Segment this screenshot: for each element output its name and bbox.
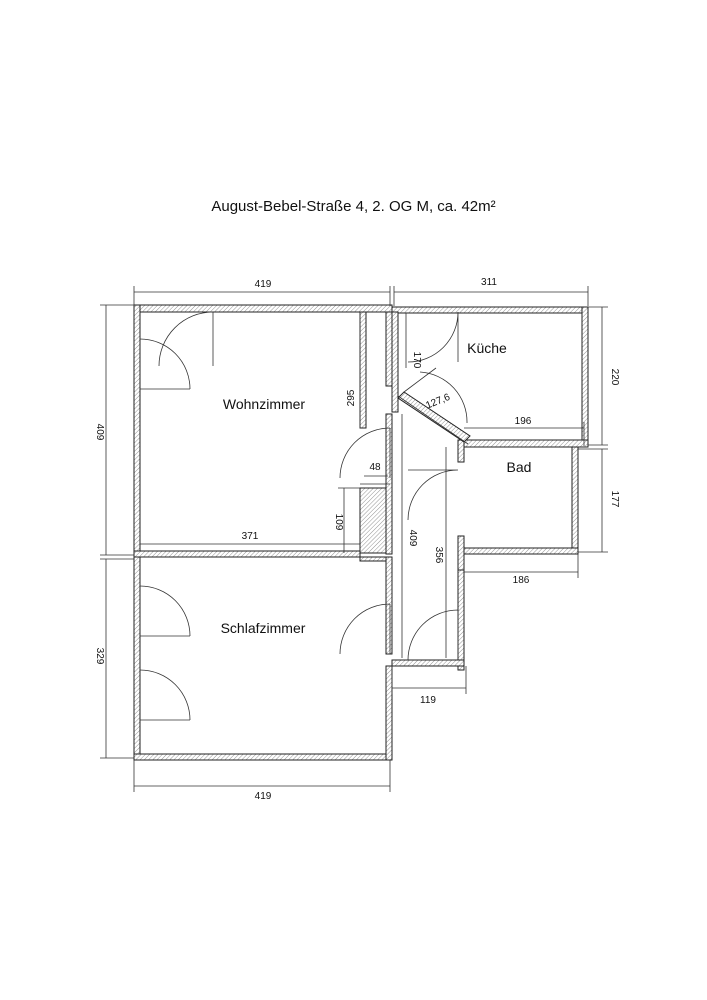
dim-kueche-right-height: 220 bbox=[609, 369, 620, 386]
wall-hall-right bbox=[457, 569, 465, 671]
room-label-wohnzimmer: Wohnzimmer bbox=[223, 396, 306, 412]
walls bbox=[133, 304, 589, 761]
wall-bedroom-right bbox=[385, 556, 393, 655]
wall-diagonal bbox=[397, 391, 471, 443]
door-living-entry bbox=[158, 311, 214, 367]
wall-top-left bbox=[133, 304, 393, 313]
plan-title: August-Bebel-Straße 4, 2. OG M, ca. 42m² bbox=[211, 198, 496, 215]
dim-bad-door-height: 356 bbox=[433, 547, 444, 564]
dim-hall-width: 119 bbox=[420, 695, 436, 706]
dim-kueche-height: 170 bbox=[411, 352, 422, 369]
wall-left-upper bbox=[133, 304, 141, 556]
dimension-lines bbox=[100, 286, 608, 792]
dim-bad-bottom-width: 186 bbox=[513, 575, 530, 586]
door-living-hall bbox=[339, 427, 391, 479]
dim-wohnzimmer-width: 371 bbox=[242, 531, 259, 542]
room-label-schlafzimmer: Schlafzimmer bbox=[221, 620, 306, 636]
wall-bath-left bbox=[457, 439, 465, 463]
door-bath bbox=[407, 469, 459, 521]
doors bbox=[139, 311, 468, 721]
wall-bath-bottom bbox=[461, 547, 579, 555]
door-bedroom-left-1 bbox=[139, 585, 191, 637]
wall-bath-right bbox=[571, 446, 579, 554]
dim-left-lower-height: 329 bbox=[94, 648, 105, 665]
door-bedroom-hall bbox=[339, 603, 391, 655]
dim-bad-top-width: 196 bbox=[515, 416, 532, 427]
wall-hall-bottom bbox=[391, 659, 465, 667]
door-hall-bottom bbox=[407, 609, 459, 661]
wall-bath-left-lower bbox=[457, 535, 465, 571]
wall-kitchen-right bbox=[581, 306, 589, 448]
door-kitchen-hall bbox=[403, 367, 468, 424]
wall-kitchen-bath bbox=[461, 439, 589, 448]
door-living-left bbox=[139, 338, 191, 390]
wall-living-right bbox=[359, 311, 367, 429]
wall-top-right bbox=[391, 306, 589, 314]
door-kitchen bbox=[407, 311, 459, 363]
room-labels: Wohnzimmer Küche Bad Schlafzimmer bbox=[221, 340, 532, 636]
wall-bedroom-right-lower bbox=[385, 665, 393, 761]
wall-hall-left bbox=[385, 311, 393, 387]
wall-shaft bbox=[359, 487, 391, 554]
dim-door-diagonal: 127,6 bbox=[424, 392, 452, 412]
dimension-labels: 419 311 409 329 295 371 48 109 170 220 1… bbox=[94, 277, 620, 802]
wall-left-lower bbox=[133, 554, 141, 761]
dim-hall-height: 409 bbox=[407, 530, 418, 547]
room-label-kueche: Küche bbox=[467, 340, 507, 356]
dim-left-upper-height: 409 bbox=[94, 424, 105, 441]
wall-bottom bbox=[133, 753, 393, 761]
dim-wohnzimmer-height: 295 bbox=[346, 389, 357, 406]
dim-niche-height: 109 bbox=[333, 514, 344, 531]
door-bedroom-left-2 bbox=[139, 669, 191, 721]
wall-living-bedroom bbox=[133, 550, 361, 558]
dim-bad-right-height: 177 bbox=[609, 491, 620, 508]
dim-niche-width: 48 bbox=[369, 462, 381, 473]
dim-top-right-width: 311 bbox=[481, 277, 497, 288]
dim-bottom-width: 419 bbox=[255, 791, 272, 802]
room-label-bad: Bad bbox=[507, 459, 532, 475]
dim-top-left-width: 419 bbox=[255, 279, 272, 290]
wall-hall-divider bbox=[391, 311, 399, 413]
